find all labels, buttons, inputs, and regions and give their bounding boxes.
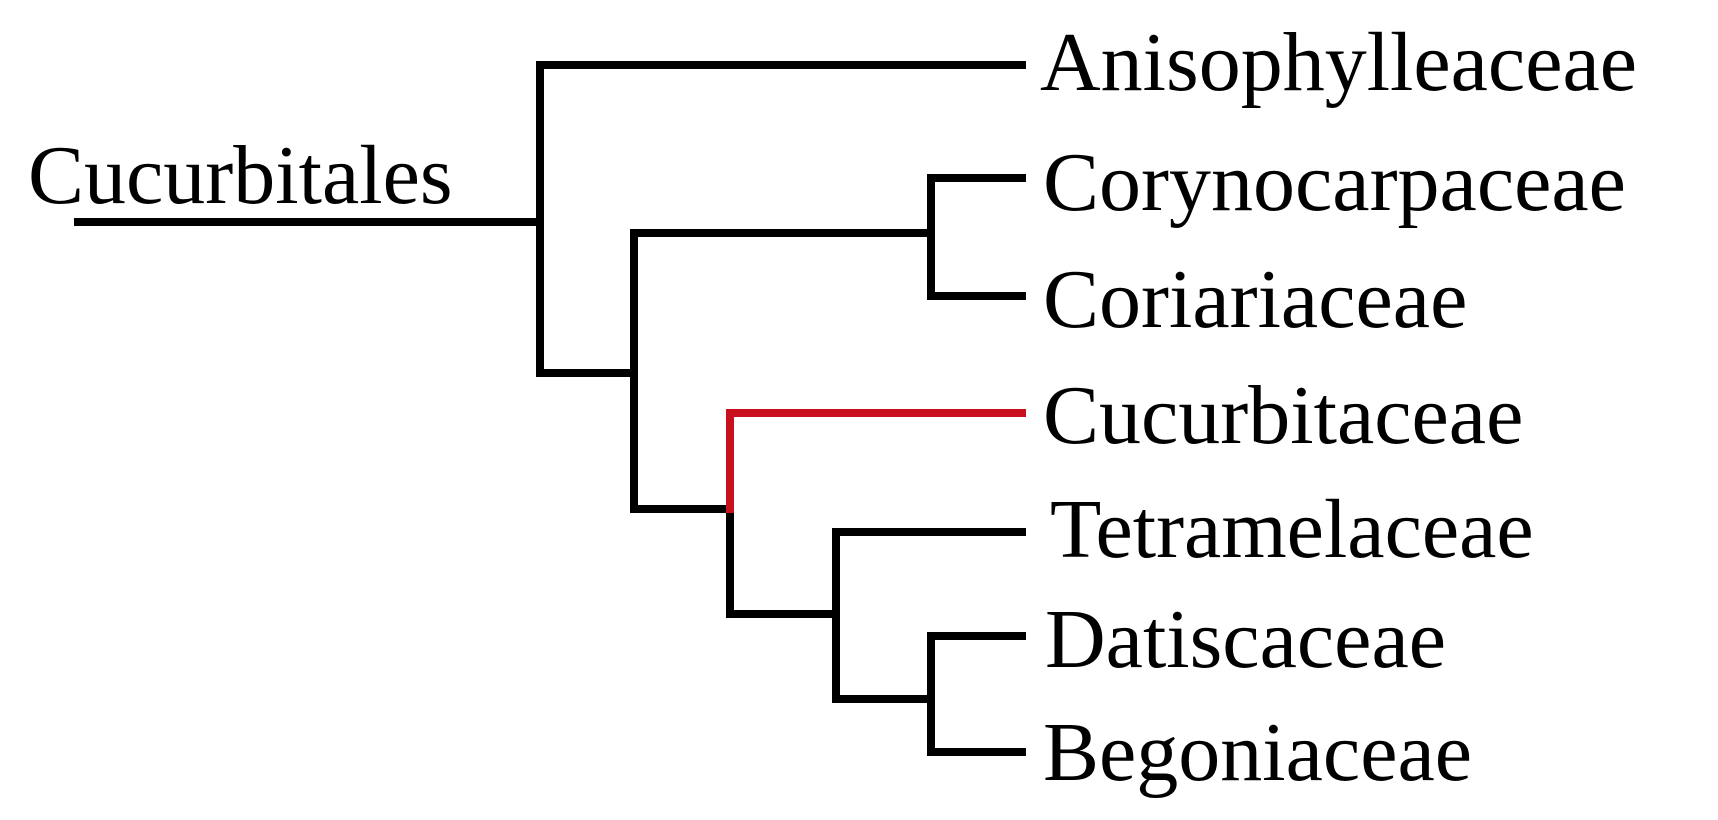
branches xyxy=(74,61,1026,756)
taxon-label-begoniaceae: Begoniaceae xyxy=(1043,706,1472,799)
taxon-label-cucurbitaceae: Cucurbitaceae xyxy=(1043,369,1523,462)
taxon-label-corynocarpaceae: Corynocarpaceae xyxy=(1043,136,1626,229)
root-label: Cucurbitales xyxy=(28,129,453,222)
taxon-label-anisophylleaceae: Anisophylleaceae xyxy=(1040,16,1637,109)
taxon-label-tetramelaceae: Tetramelaceae xyxy=(1050,483,1534,576)
highlight-branch xyxy=(726,409,1026,513)
taxon-label-coriariaceae: Coriariaceae xyxy=(1043,253,1467,346)
taxon-label-datiscaceae: Datiscaceae xyxy=(1045,593,1446,686)
